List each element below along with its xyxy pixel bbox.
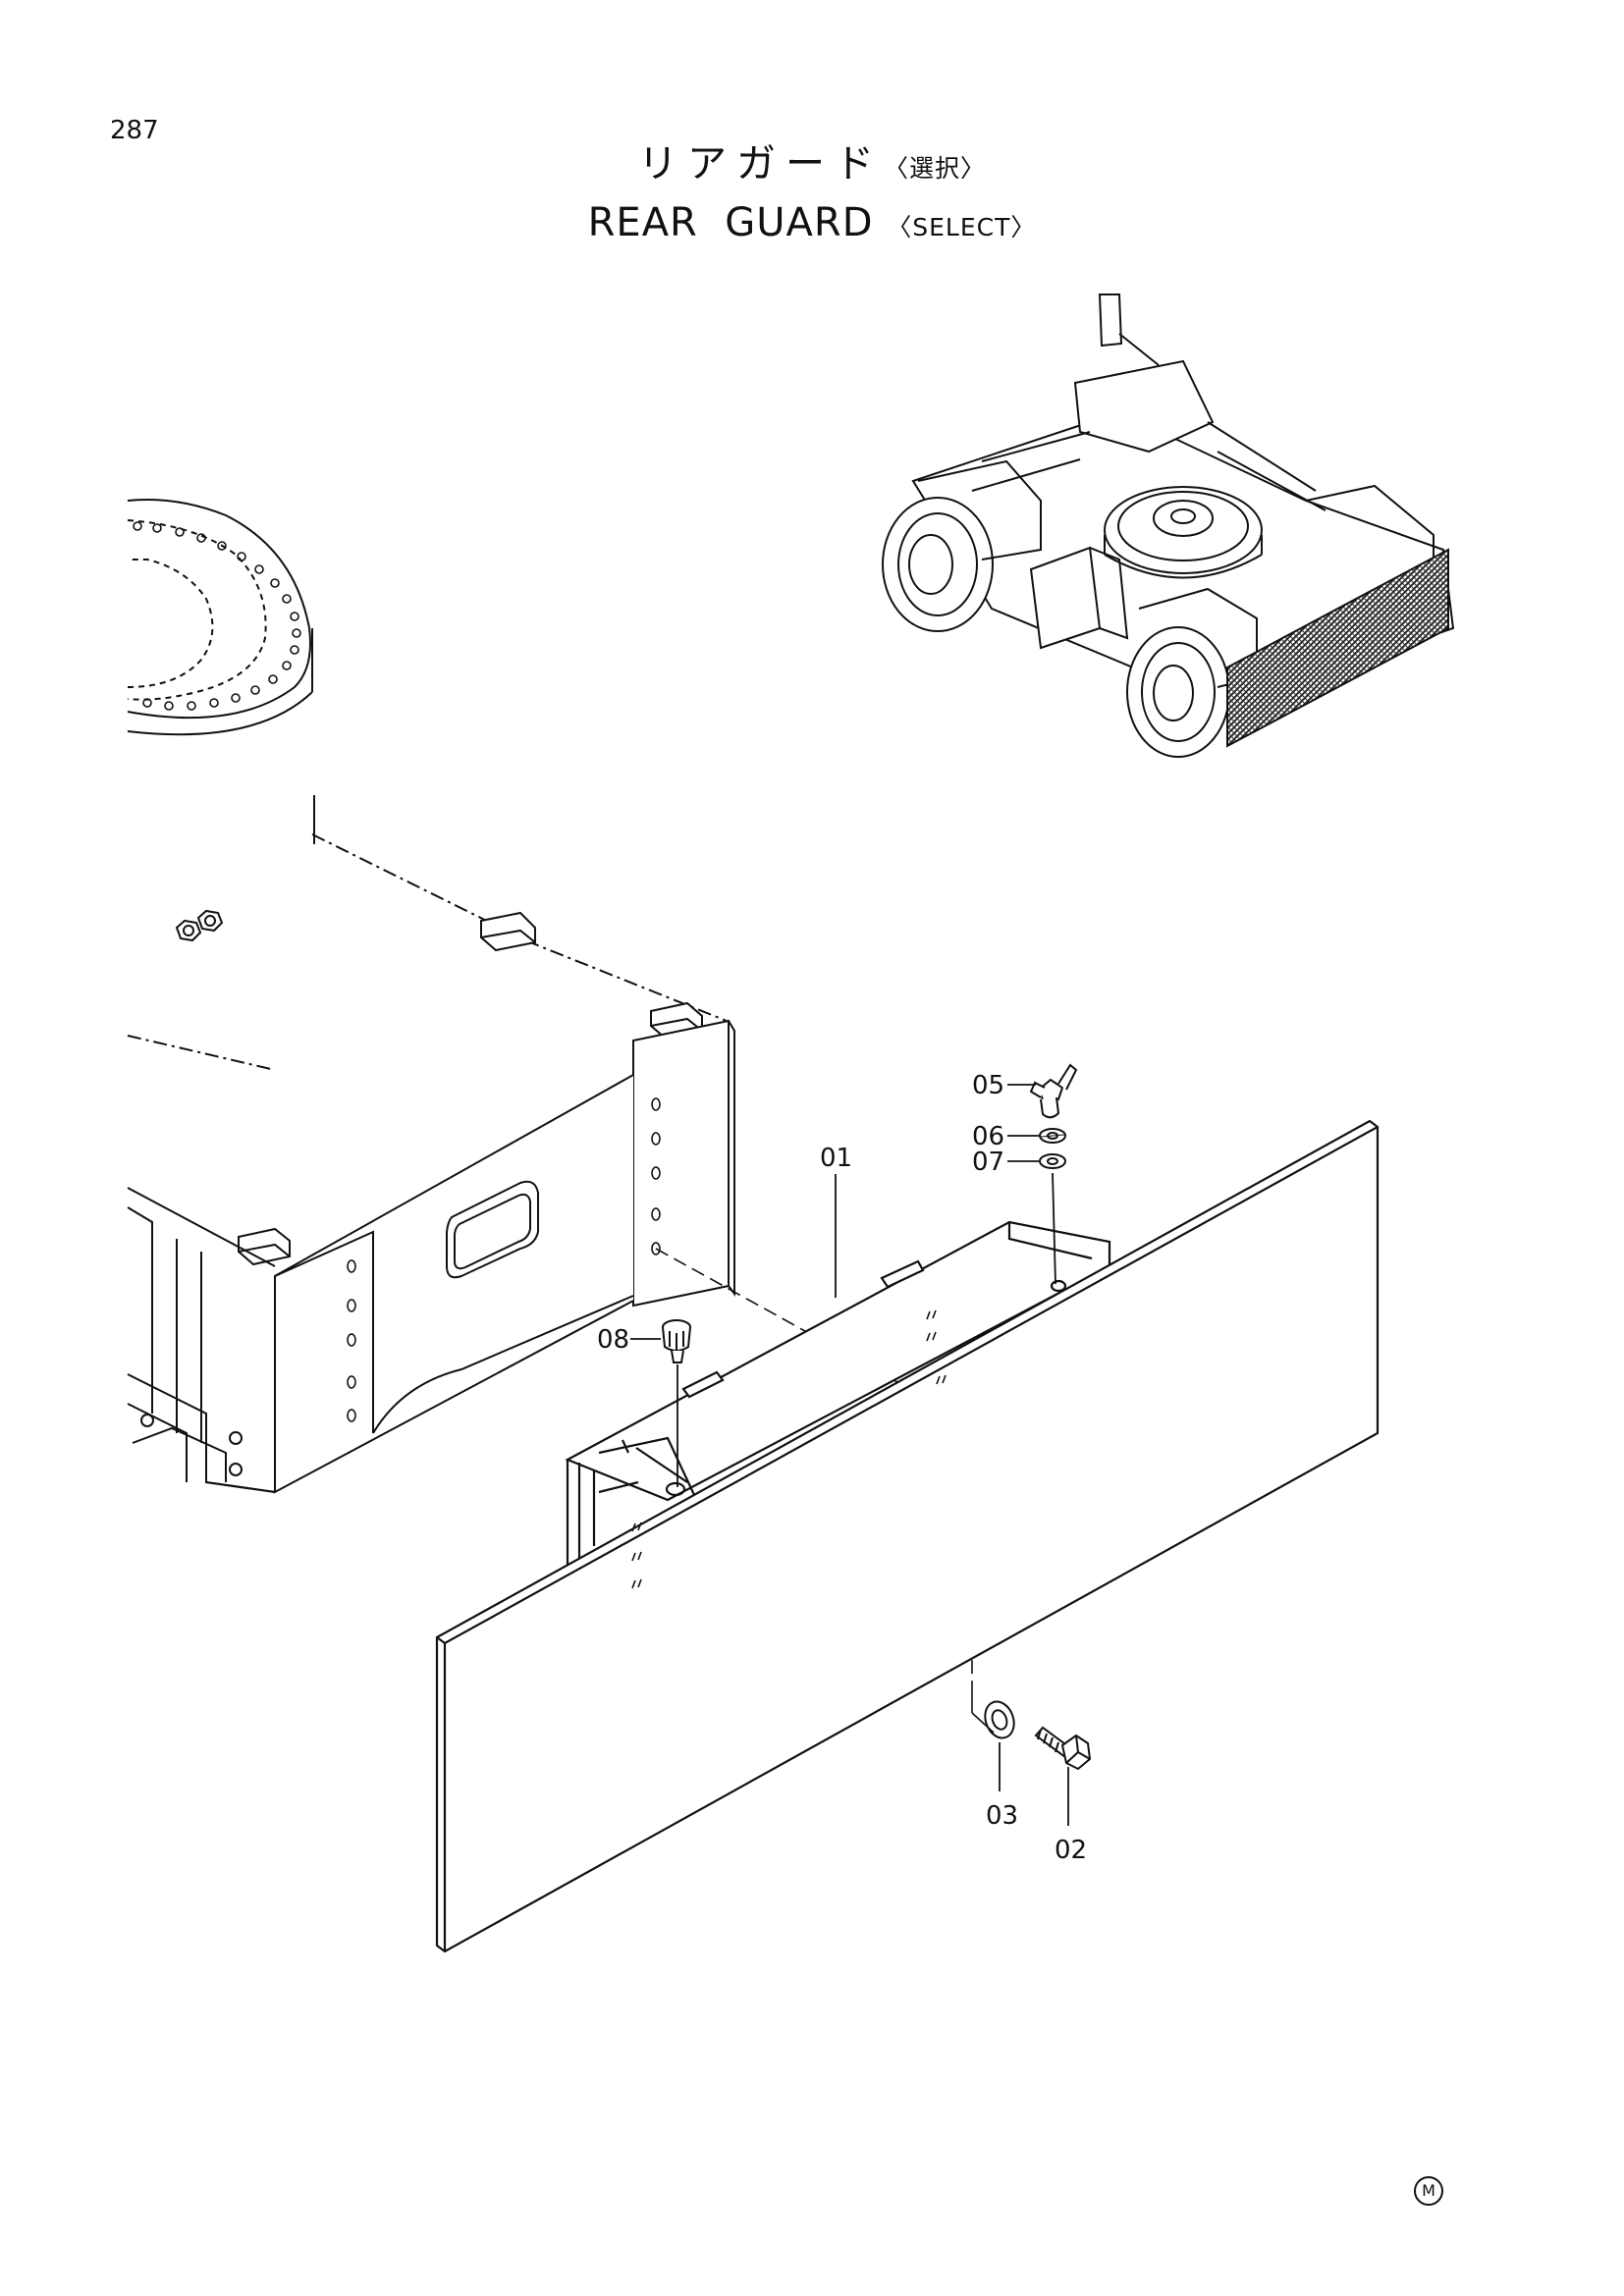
side-plate-holes [347, 1259, 356, 1422]
wing-bolt-leader [1052, 1172, 1056, 1285]
callout-07: 07 [972, 1148, 1004, 1177]
wing-bolt [1029, 1063, 1078, 1119]
bolt [1034, 1726, 1092, 1771]
title-jp-main: リアガード [637, 141, 884, 187]
title-jp-note: 〈選択〉 [883, 154, 986, 183]
upper-frame [127, 499, 735, 1494]
callout-01: 01 [820, 1144, 852, 1173]
panel-hidden-holes [631, 1309, 947, 1589]
machine-overview-inset [882, 294, 1455, 758]
swing-circle-nuts [175, 909, 224, 942]
rear-plate-holes [651, 1097, 661, 1255]
callout-05: 05 [972, 1071, 1004, 1100]
manufacturer-mark: M [1414, 2176, 1443, 2206]
title-en-main: REAR GUARD [587, 200, 874, 245]
title-japanese: リアガード〈選択〉 [0, 137, 1624, 195]
knob [662, 1319, 691, 1363]
callout-06: 06 [972, 1122, 1004, 1151]
washer-bottom [984, 1700, 1015, 1739]
callout-08: 08 [597, 1325, 629, 1355]
callout-02: 02 [1055, 1836, 1087, 1865]
spring-washer [1039, 1128, 1066, 1144]
title-english: REAR GUARD 〈SELECT〉 [0, 195, 1624, 255]
callout-03: 03 [986, 1801, 1018, 1831]
plain-washer-top [1039, 1153, 1066, 1169]
swing-circle-bolt-holes [133, 521, 301, 711]
rear-guard-panel [435, 1119, 1380, 1953]
title-en-note: 〈SELECT〉 [887, 213, 1037, 241]
page-number: 287 [110, 116, 159, 145]
title-block: リアガード〈選択〉 REAR GUARD 〈SELECT〉 [0, 137, 1624, 255]
